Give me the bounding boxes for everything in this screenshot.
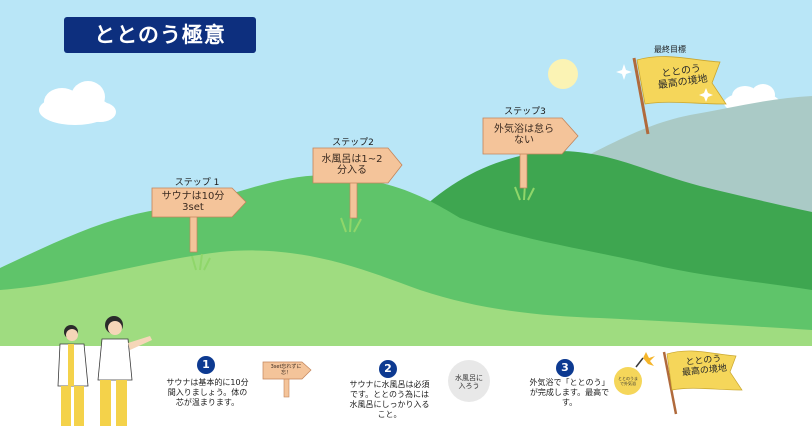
bomb-icon <box>614 352 655 395</box>
hill-light <box>0 250 812 346</box>
signpost-step-2 <box>312 147 403 219</box>
goal-label: 最終目標 <box>654 45 686 54</box>
bottom-flag <box>662 350 743 415</box>
step-1-number-badge: 1 <box>197 356 215 374</box>
step-1-label: ステップ 1 <box>174 178 220 188</box>
water-bubble <box>448 360 490 402</box>
step-3-label: ステップ3 <box>504 107 546 117</box>
step-2-label: ステップ2 <box>332 138 374 148</box>
sun-icon <box>548 59 578 89</box>
step-2-number-badge: 2 <box>379 360 397 378</box>
goal-flag <box>616 56 727 135</box>
page-title: ととのう極意 <box>94 23 226 47</box>
title-banner <box>64 17 256 53</box>
signpost-step-3 <box>482 117 579 189</box>
mini-sign-text: 3set忘れずに 忘！ <box>270 364 302 376</box>
step-1-description: サウナは基本的に10分 間入りましょう。体の 芯が温まります。 <box>166 378 249 407</box>
step-2-description: サウナに水風呂は必須 です。ととのう為には 水風呂にしっかり入る こと。 <box>349 380 430 419</box>
step-3-sign-text: 外気浴は怠ら ない <box>494 124 554 146</box>
step-3-number-badge: 3 <box>556 359 574 377</box>
step-3-description: 外気浴で「ととのう」 が完成します。最高で す。 <box>529 378 610 407</box>
signpost-step-1 <box>151 187 247 253</box>
cloud-left <box>39 81 116 125</box>
mini-signpost <box>262 361 312 398</box>
step-2-sign-text: 水風呂は1~2 分入る <box>321 154 383 176</box>
bomb-text: ととのうま で外気浴 <box>618 376 638 386</box>
people-illustration <box>57 316 152 426</box>
bubble-text: 水風呂に 入ろう <box>455 374 483 390</box>
step-1-sign-text: サウナは10分 3set <box>161 191 225 213</box>
